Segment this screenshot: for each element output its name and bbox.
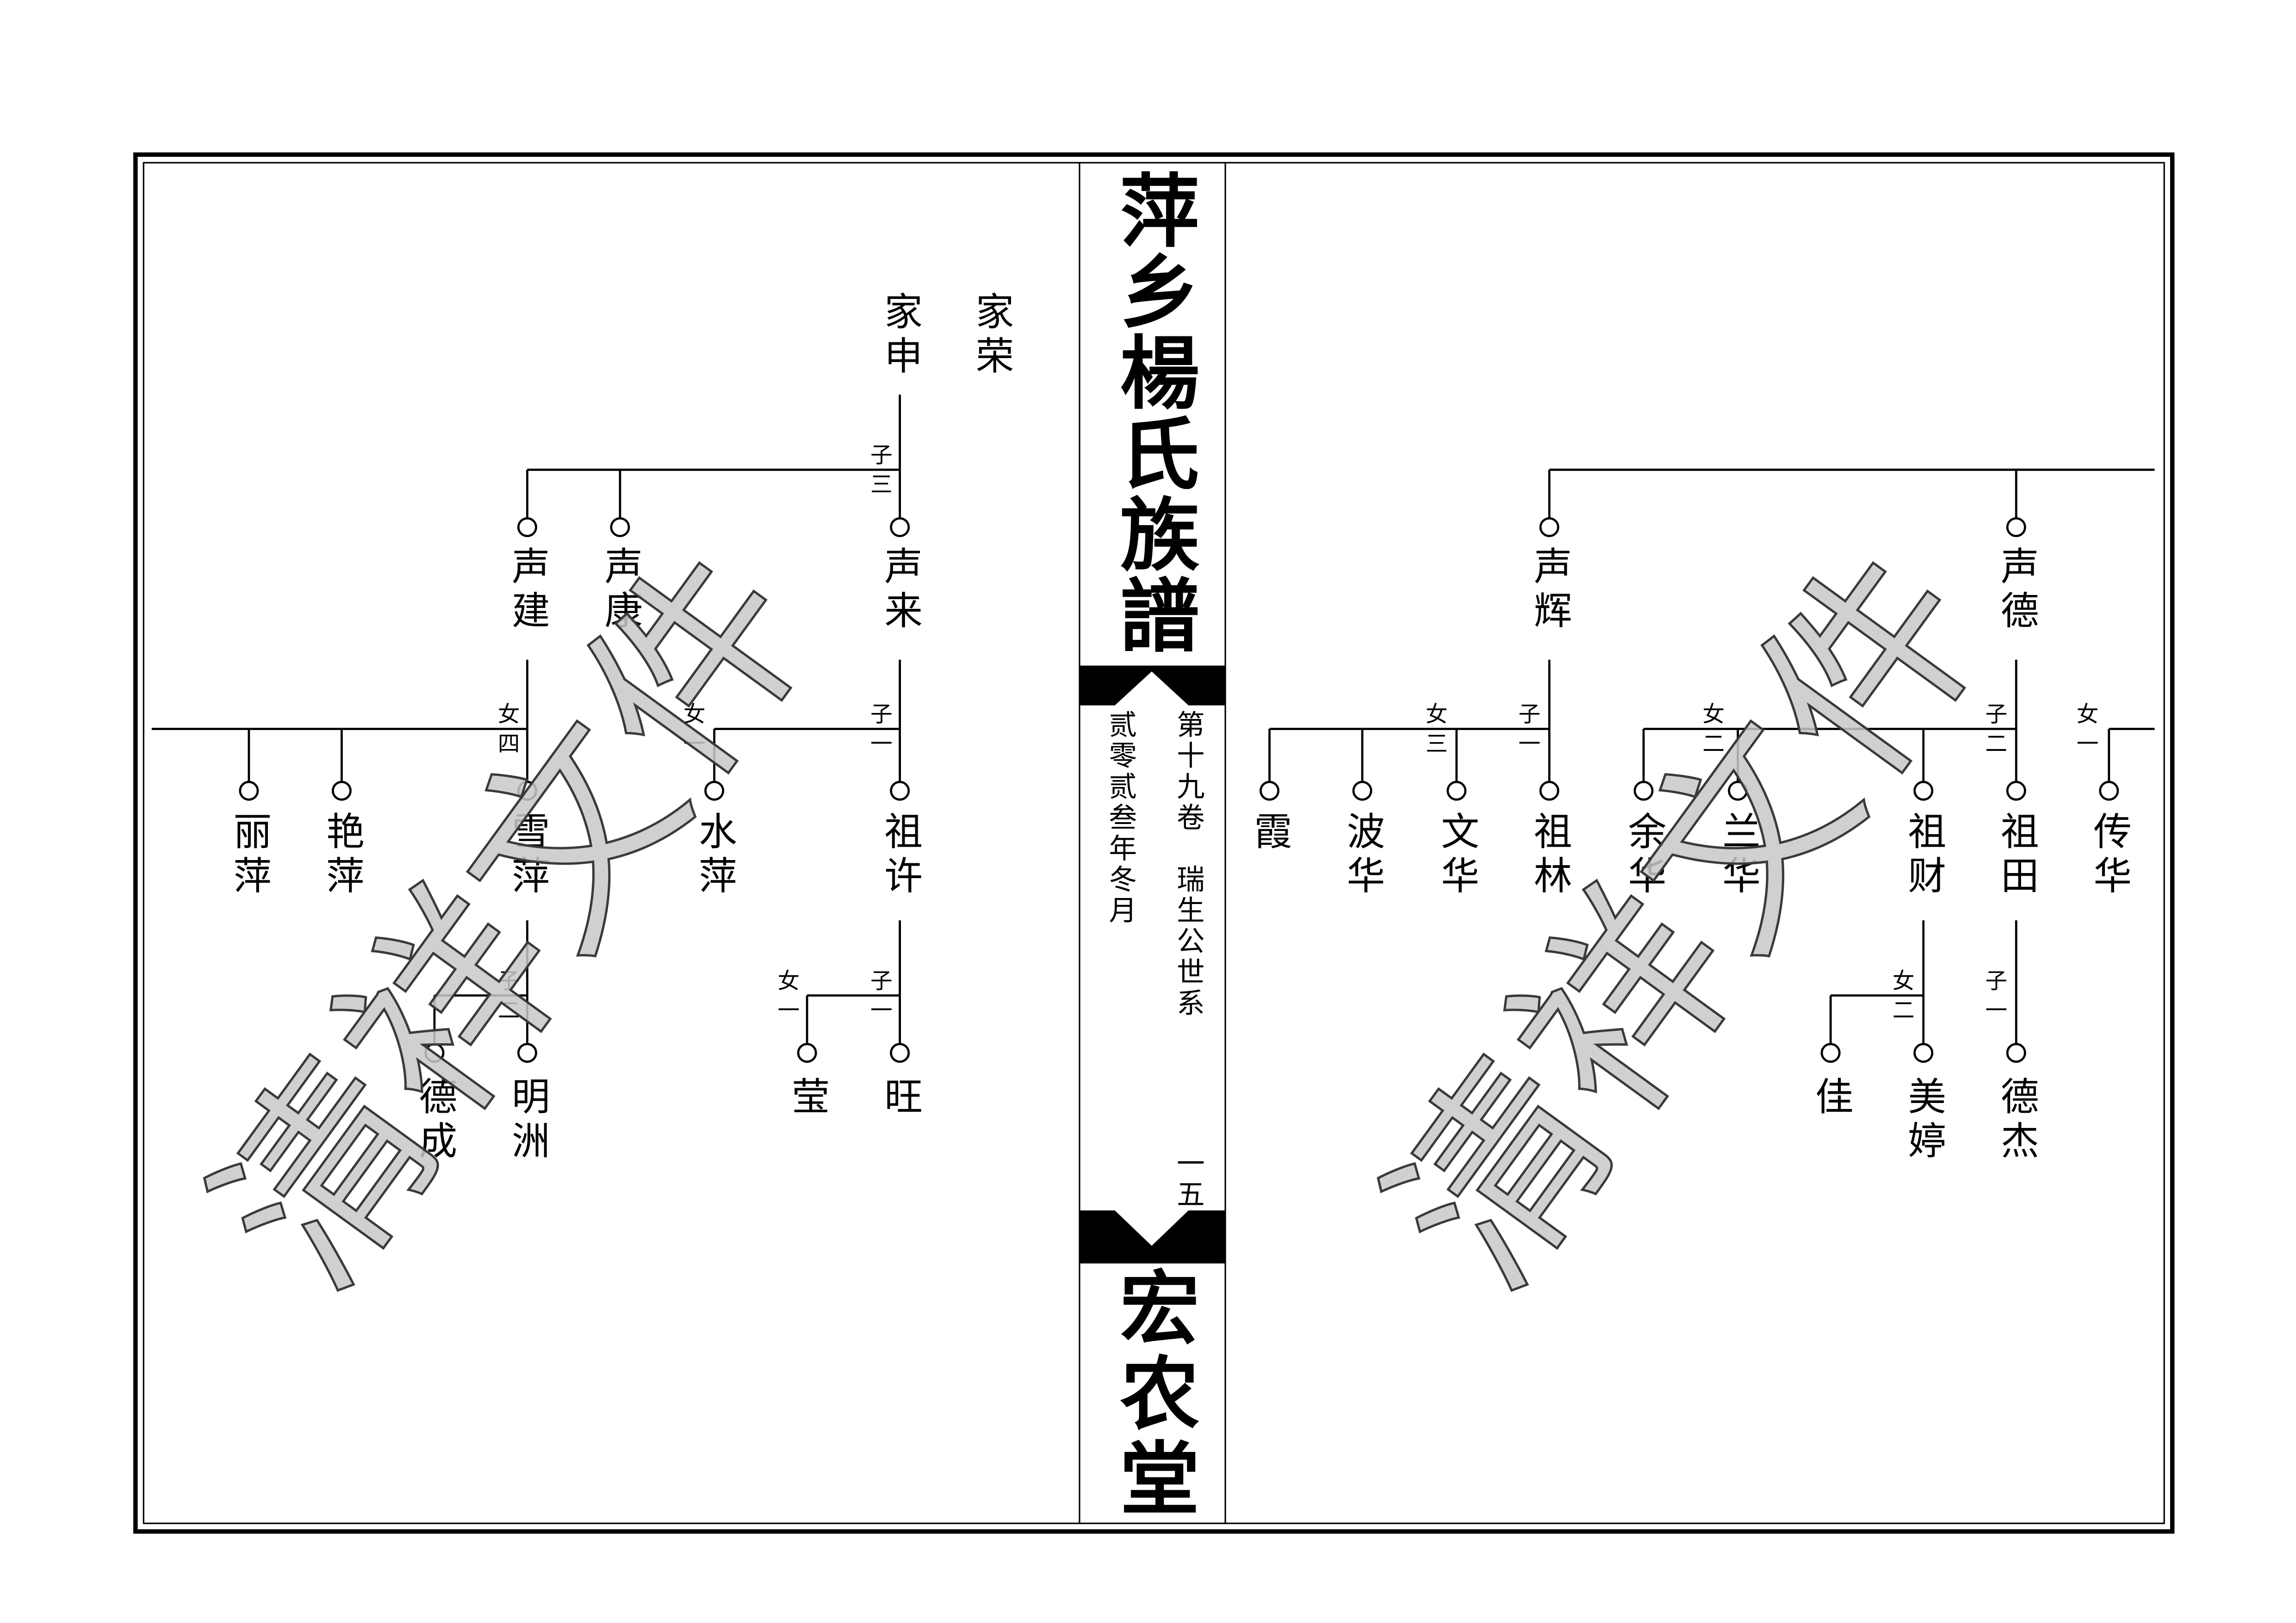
person-marker xyxy=(890,781,910,801)
right-person-name: 祖财 xyxy=(1903,811,1946,900)
left-child-count: 子一 xyxy=(867,702,891,762)
right-person-name: 美婷 xyxy=(1903,1076,1946,1165)
person-marker xyxy=(517,517,537,537)
person-marker xyxy=(1352,781,1372,801)
left-child-count: 女一 xyxy=(680,702,704,762)
left-child-count: 子一 xyxy=(867,969,891,1028)
left-person-name: 声建 xyxy=(506,546,550,635)
person-marker xyxy=(424,1043,445,1063)
person-marker xyxy=(2006,781,2026,801)
right-person-name: 兰华 xyxy=(1717,811,1760,900)
right-child-count: 女三 xyxy=(1422,702,1446,762)
person-marker xyxy=(1446,781,1467,801)
left-person-name: 声康 xyxy=(599,546,642,635)
right-person-name: 祖田 xyxy=(1995,811,2039,900)
lower-fishtail xyxy=(1079,1210,1226,1264)
person-marker xyxy=(331,781,352,801)
person-marker xyxy=(239,781,259,801)
person-marker xyxy=(1539,517,1559,537)
left-person-name: 家荣 xyxy=(970,291,1013,380)
left-person-name: 德成 xyxy=(414,1076,457,1165)
person-marker xyxy=(1913,1043,1934,1063)
person-marker xyxy=(797,1043,817,1063)
person-marker xyxy=(1260,781,1280,801)
right-person-name: 声德 xyxy=(1995,546,2039,635)
left-person-name: 声来 xyxy=(879,546,922,635)
left-child-count: 女一 xyxy=(775,969,799,1028)
date-label: 贰零贰叁年冬月 xyxy=(1105,710,1136,926)
person-marker xyxy=(1913,781,1934,801)
left-child-count: 子二 xyxy=(495,969,519,1028)
right-person-name: 文华 xyxy=(1436,811,1479,900)
right-person-name: 波华 xyxy=(1341,811,1384,900)
left-person-name: 祖许 xyxy=(879,811,922,900)
right-child-count: 子一 xyxy=(1982,969,2006,1028)
left-child-count: 子三 xyxy=(867,443,891,502)
person-marker xyxy=(1820,1043,1841,1063)
left-person-name: 莹 xyxy=(786,1076,829,1121)
person-marker xyxy=(704,781,725,801)
left-person-name: 雪萍 xyxy=(506,811,550,900)
person-marker xyxy=(1633,781,1654,801)
person-marker xyxy=(1539,781,1559,801)
left-person-name: 旺 xyxy=(879,1076,922,1121)
right-child-count: 子一 xyxy=(1515,702,1539,762)
left-person-name: 丽萍 xyxy=(228,811,271,900)
right-child-count: 女二 xyxy=(1699,702,1723,762)
person-marker xyxy=(610,517,630,537)
person-marker xyxy=(2006,1043,2026,1063)
right-child-count: 女一 xyxy=(2073,702,2097,762)
left-person-name: 艳萍 xyxy=(321,811,364,900)
book-title: 萍乡楊氏族譜 xyxy=(1107,169,1196,656)
person-marker xyxy=(890,517,910,537)
person-marker xyxy=(1728,781,1748,801)
left-child-count: 女四 xyxy=(495,702,519,762)
left-person-name: 明洲 xyxy=(506,1076,550,1165)
upper-fishtail xyxy=(1079,665,1226,706)
person-marker xyxy=(890,1043,910,1063)
right-child-count: 女二 xyxy=(1889,969,1913,1028)
person-marker xyxy=(2099,781,2119,801)
right-person-name: 祖林 xyxy=(1528,811,1572,900)
right-child-count: 子二 xyxy=(1982,702,2006,762)
right-person-name: 佳 xyxy=(1810,1076,1853,1121)
hall-name: 宏农堂 xyxy=(1107,1266,1196,1523)
page-number: 一五 xyxy=(1172,1148,1204,1211)
right-person-name: 余华 xyxy=(1623,811,1666,900)
right-person-name: 声辉 xyxy=(1528,546,1572,635)
outer-border xyxy=(133,152,2175,1534)
person-marker xyxy=(517,781,537,801)
right-person-name: 霞 xyxy=(1249,811,1292,856)
volume-label: 第十九卷 瑞生公世系 xyxy=(1172,710,1204,1019)
right-person-name: 传华 xyxy=(2088,811,2131,900)
inner-border xyxy=(143,162,2165,1524)
left-person-name: 水萍 xyxy=(694,811,737,900)
person-marker xyxy=(2006,517,2026,537)
person-marker xyxy=(517,1043,537,1063)
right-person-name: 德杰 xyxy=(1995,1076,2039,1165)
left-person-name: 家申 xyxy=(879,291,922,380)
